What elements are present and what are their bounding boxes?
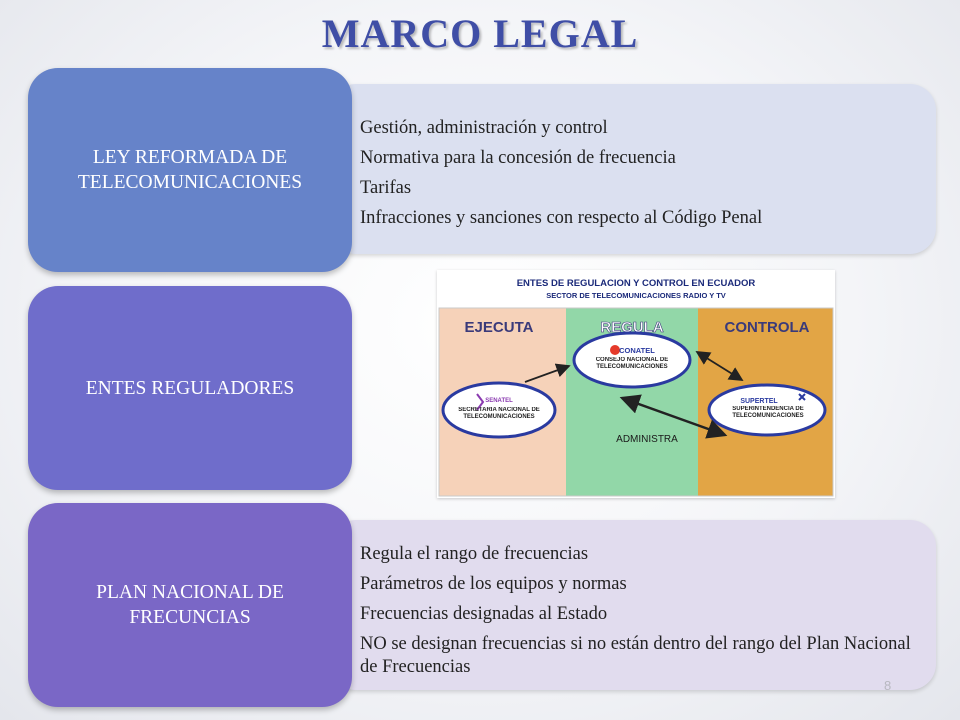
page-number: 8 (884, 678, 892, 693)
panel-ley-reformada: Gestión, administración y control Normat… (330, 84, 936, 254)
senatel-label: SECRETARÍA NACIONAL DE TELECOMUNICACIONE… (458, 407, 540, 420)
arrow-administra (619, 394, 728, 439)
node-conatel: CONATEL CONSEJO NACIONAL DE TELECOMUNICA… (572, 331, 692, 389)
panel-plan-nacional: Regula el rango de frecuencias Parámetro… (330, 520, 936, 690)
node-supertel: SUPERTEL SUPERINTENDENCIA DE TELECOMUNIC… (707, 383, 827, 437)
column-label-regula: REGULA (600, 319, 664, 336)
arrow-senatel-conatel (524, 363, 571, 383)
list-item: Parámetros de los equipos y normas (346, 573, 912, 596)
bullet-list-plan: Regula el rango de frecuencias Parámetro… (330, 520, 936, 679)
conatel-label: CONSEJO NACIONAL DE TELECOMUNICACIONES (595, 357, 669, 370)
diagram-title: ENTES DE REGULACION Y CONTROL EN ECUADOR (517, 278, 756, 289)
column-label-ejecuta: EJECUTA (465, 319, 534, 336)
list-item: Gestión, administración y control (346, 117, 936, 140)
list-item: Infracciones y sanciones con respecto al… (346, 207, 936, 230)
list-item: Normativa para la concesión de frecuenci… (346, 147, 936, 170)
entes-diagram-svg: ENTES DE REGULACION Y CONTROL EN ECUADOR… (437, 270, 835, 497)
administra-label: ADMINISTRA (616, 434, 678, 445)
slide-title: MARCO LEGAL (321, 11, 639, 56)
diagram-header (437, 270, 835, 306)
bullet-list-ley: Gestión, administración y control Normat… (330, 84, 936, 230)
list-item: Frecuencias designadas al Estado (346, 603, 912, 626)
senatel-logo-text: SENATEL (485, 398, 513, 404)
heading-box-ley-reformada: LEY REFORMADA DE TELECOMUNICACIONES (28, 68, 352, 272)
heading-box-plan-nacional: PLAN NACIONAL DE FRECUNCIAS (28, 503, 352, 707)
heading-label: LEY REFORMADA DE TELECOMUNICACIONES (77, 147, 303, 193)
diagram-subtitle: SECTOR DE TELECOMUNICACIONES RADIO Y TV (546, 291, 726, 300)
column-label-controla: CONTROLA (725, 319, 810, 336)
heading-label: ENTES REGULADORES (85, 377, 295, 399)
list-item: Tarifas (346, 177, 936, 200)
supertel-label: SUPERINTENDENCIA DE TELECOMUNICACIONES (732, 406, 804, 419)
conatel-logo-icon (610, 345, 620, 355)
heading-label: PLAN NACIONAL DE FRECUNCIAS (96, 582, 284, 628)
node-senatel: SENATEL SECRETARÍA NACIONAL DE TELECOMUN… (441, 381, 557, 439)
arrow-conatel-supertel (695, 351, 744, 381)
senatel-logo-icon (476, 393, 485, 411)
supertel-logo-text: SUPERTEL (740, 398, 778, 405)
supertel-logo-icon (798, 393, 806, 401)
conatel-logo-text: CONATEL (619, 346, 655, 355)
list-item: Regula el rango de frecuencias (346, 543, 912, 566)
entes-diagram-image: ENTES DE REGULACION Y CONTROL EN ECUADOR… (437, 270, 835, 498)
heading-box-entes-reguladores: ENTES REGULADORES (28, 286, 352, 490)
list-item: NO se designan frecuencias si no están d… (346, 633, 912, 679)
